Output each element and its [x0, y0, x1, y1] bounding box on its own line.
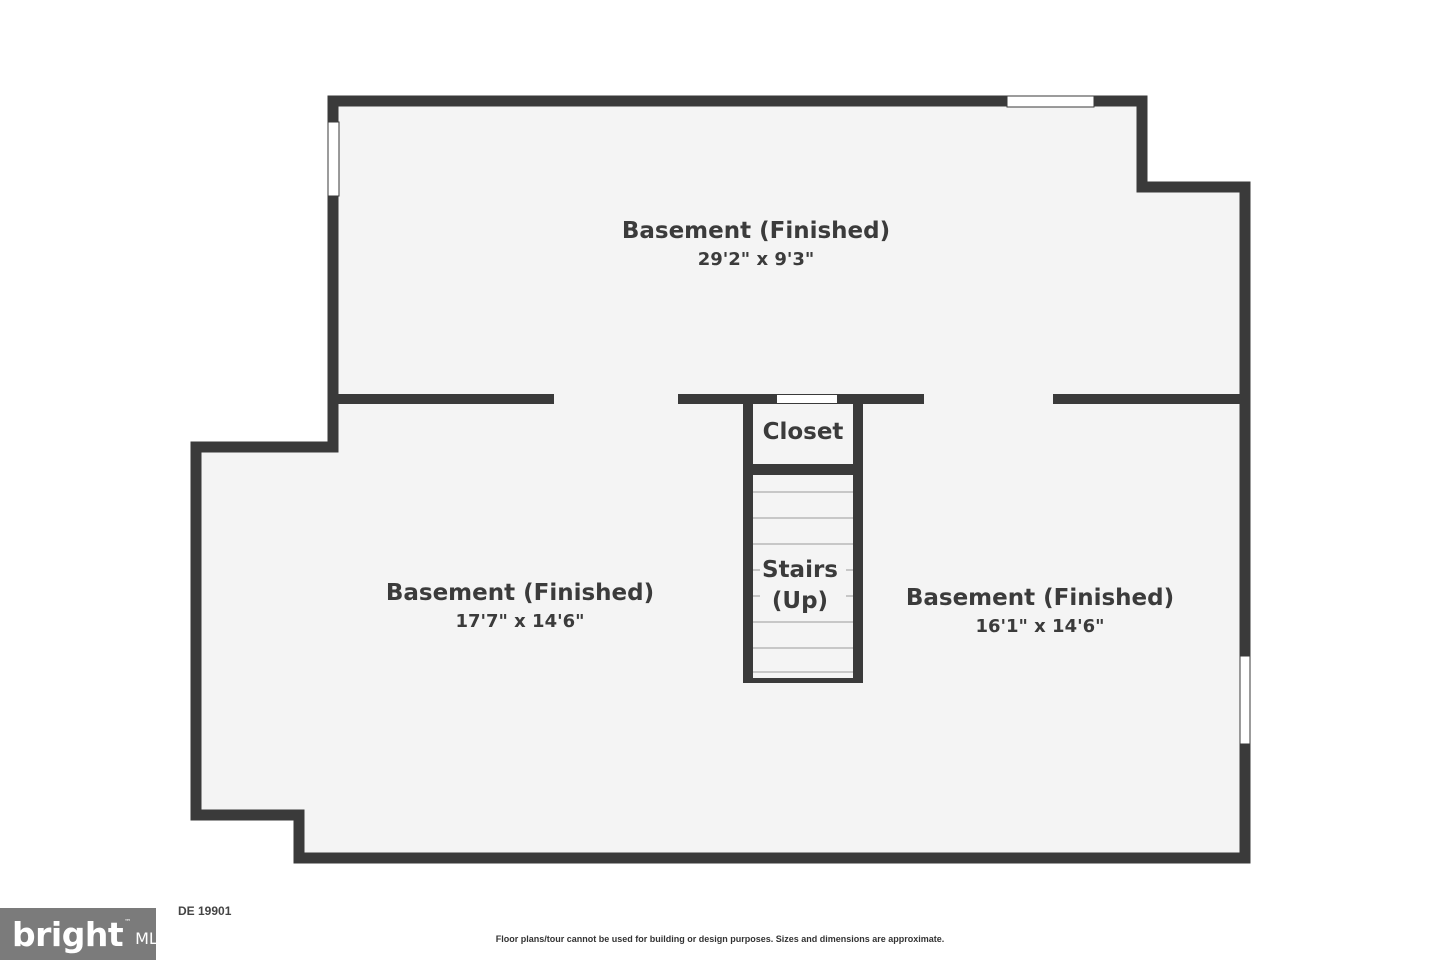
room-name-basement-top: Basement (Finished) — [622, 218, 890, 244]
closet-wall-right — [853, 399, 863, 682]
floor-area — [196, 101, 1245, 858]
logo-trademark: ™ — [124, 918, 132, 926]
room-dimensions-basement-right: 16'1" x 14'6" — [975, 616, 1104, 637]
room-name-basement-left: Basement (Finished) — [386, 580, 654, 606]
disclaimer: Floor plans/tour cannot be used for buil… — [495, 934, 945, 944]
interior-wall-left — [333, 394, 554, 404]
interior-wall-right — [1053, 394, 1245, 404]
stairs-bottom-wall — [743, 678, 863, 683]
address-text: DE 19901 — [178, 904, 232, 918]
window-left — [327, 121, 340, 197]
room-dimensions-basement-left: 17'7" x 14'6" — [455, 611, 584, 632]
room-name-stairs: Stairs — [762, 557, 838, 583]
window-right — [1239, 655, 1251, 745]
room-name-basement-right: Basement (Finished) — [906, 585, 1174, 611]
closet-wall-left — [743, 399, 753, 682]
logo-brand: bright — [12, 914, 124, 954]
room-name-stairs-direction: (Up) — [772, 588, 828, 614]
property-address: DE 19901 — [28, 904, 231, 918]
closet-stairs-divider — [743, 464, 863, 475]
exterior-wall — [190, 95, 1251, 864]
logo-suffix: MLS — [135, 928, 168, 948]
stairs-label-bg — [760, 556, 846, 614]
room-dimensions-basement-top: 29'2" x 9'3" — [698, 249, 815, 270]
room-name-closet: Closet — [763, 419, 844, 445]
closet-door-opening — [777, 395, 837, 403]
window-top — [1006, 95, 1095, 108]
